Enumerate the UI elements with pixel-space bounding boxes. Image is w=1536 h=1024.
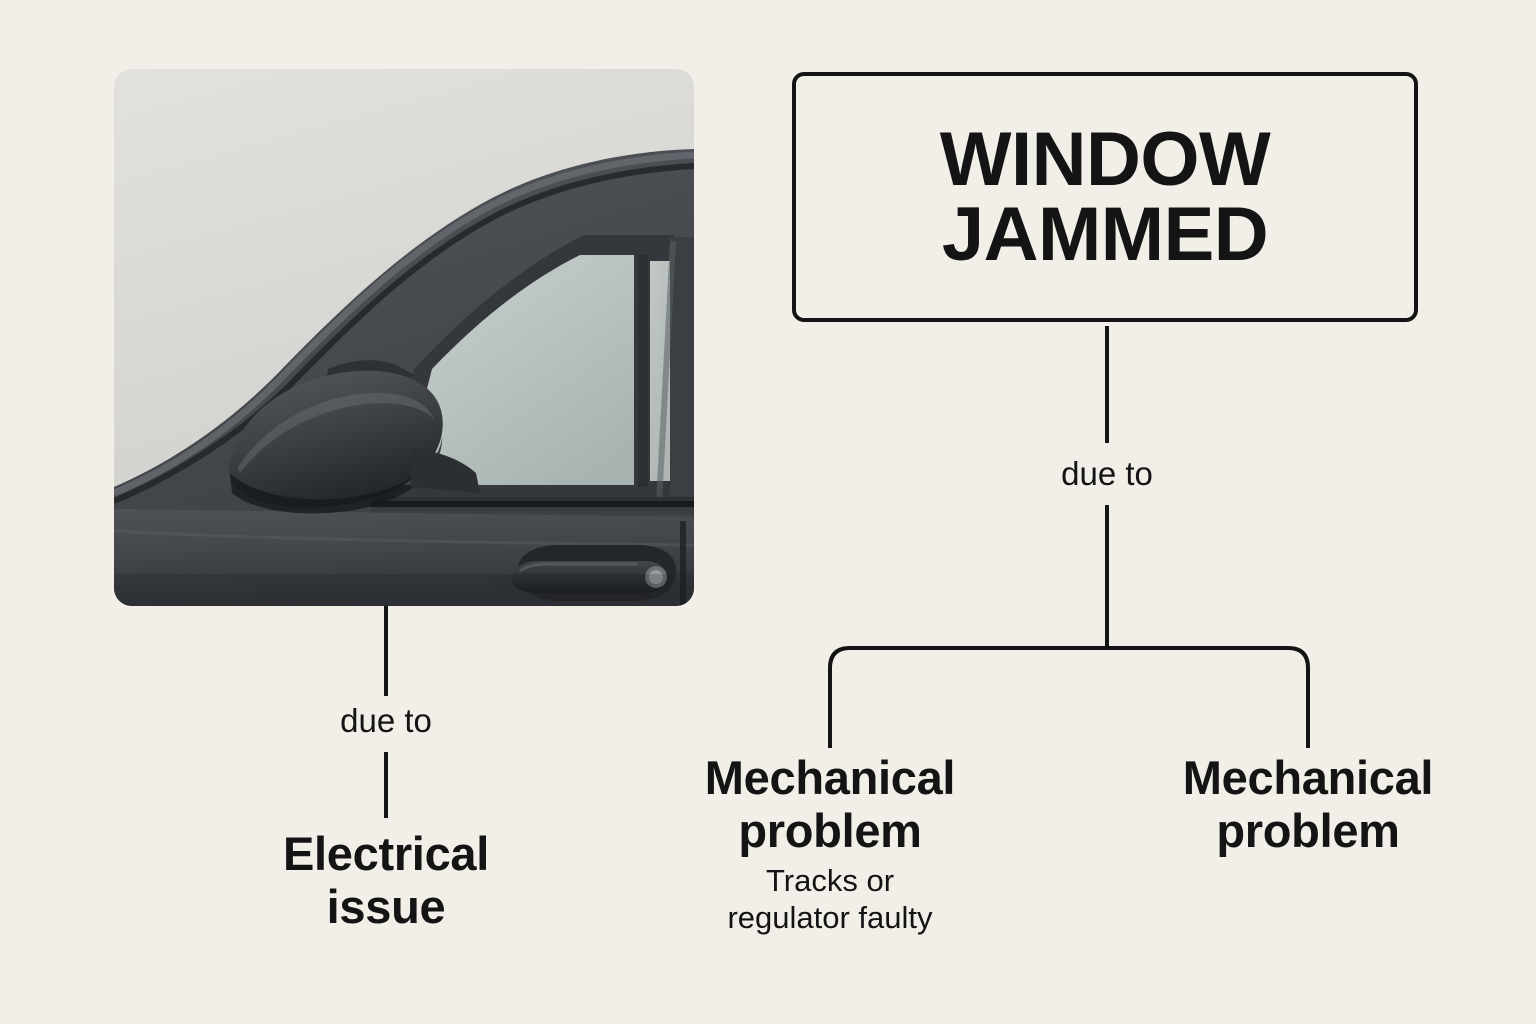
page-title: WINDOW JAMMED: [939, 116, 1271, 277]
branch-mechanical-left: Mechanical problem Tracks or regulator f…: [630, 751, 1030, 936]
branch-mechanical-right: Mechanical problem: [1108, 751, 1508, 863]
branch-fork: [826, 644, 1312, 748]
electrical-connector-line-upper: [384, 606, 388, 696]
side-mirror: [229, 370, 443, 508]
due-to-label-electrical: due to: [340, 702, 432, 739]
car-door-window-photo: [114, 69, 694, 606]
car-door-illustration: [114, 69, 694, 606]
branch-mechanical-left-subtitle: Tracks or regulator faulty: [727, 863, 933, 935]
door-handle: [512, 561, 666, 593]
trunk-line-upper: [1105, 326, 1109, 443]
trunk-line-lower: [1105, 505, 1109, 650]
electrical-connector-line-lower: [384, 752, 388, 818]
front-door-glass: [402, 255, 634, 485]
branch-mechanical-left-title: Mechanical problem: [704, 751, 956, 857]
branch-electrical-issue: Electrical issue: [186, 827, 586, 933]
branch-mechanical-right-title: Mechanical problem: [1182, 751, 1434, 857]
branch-electrical-title: Electrical issue: [282, 827, 490, 933]
due-to-label-main: due to: [1061, 455, 1153, 492]
window-jammed-title-box: WINDOW JAMMED: [792, 72, 1418, 322]
